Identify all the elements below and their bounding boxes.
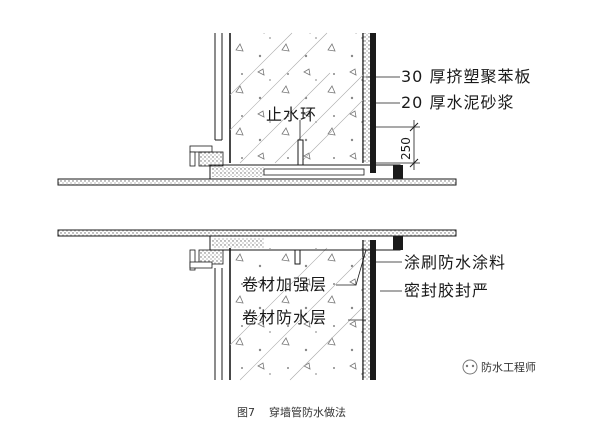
dimension-250-label: 250 (399, 137, 413, 160)
label-waterproof-coating: 涂刷防水涂料 (404, 253, 506, 272)
leader-lines (299, 76, 402, 321)
watermark: 防水工程师 (462, 359, 536, 375)
label-cement-mortar: 20 厚水泥砂浆 (401, 93, 514, 112)
label-reinforce-layer: 卷材加强层 (242, 275, 327, 294)
pipe-wall-lower (57, 229, 457, 271)
water-stop-ring-upper (297, 139, 304, 166)
wall-upper (214, 32, 364, 164)
label-water-stop-ring: 止水环 (266, 105, 317, 124)
label-xps-board: 30 厚挤塑聚苯板 (401, 67, 531, 86)
insulation-layer-lower (363, 240, 376, 380)
dimension-line (376, 120, 420, 170)
wall-lower (214, 240, 364, 381)
figure-caption: 图7 穿墙管防水做法 (237, 405, 346, 419)
label-sealant: 密封胶封严 (404, 281, 489, 300)
watermark-text: 防水工程师 (481, 360, 536, 374)
pipe-wall-upper (57, 145, 457, 186)
water-stop-ring-lower (294, 249, 301, 265)
label-membrane-layer: 卷材防水层 (242, 308, 327, 327)
